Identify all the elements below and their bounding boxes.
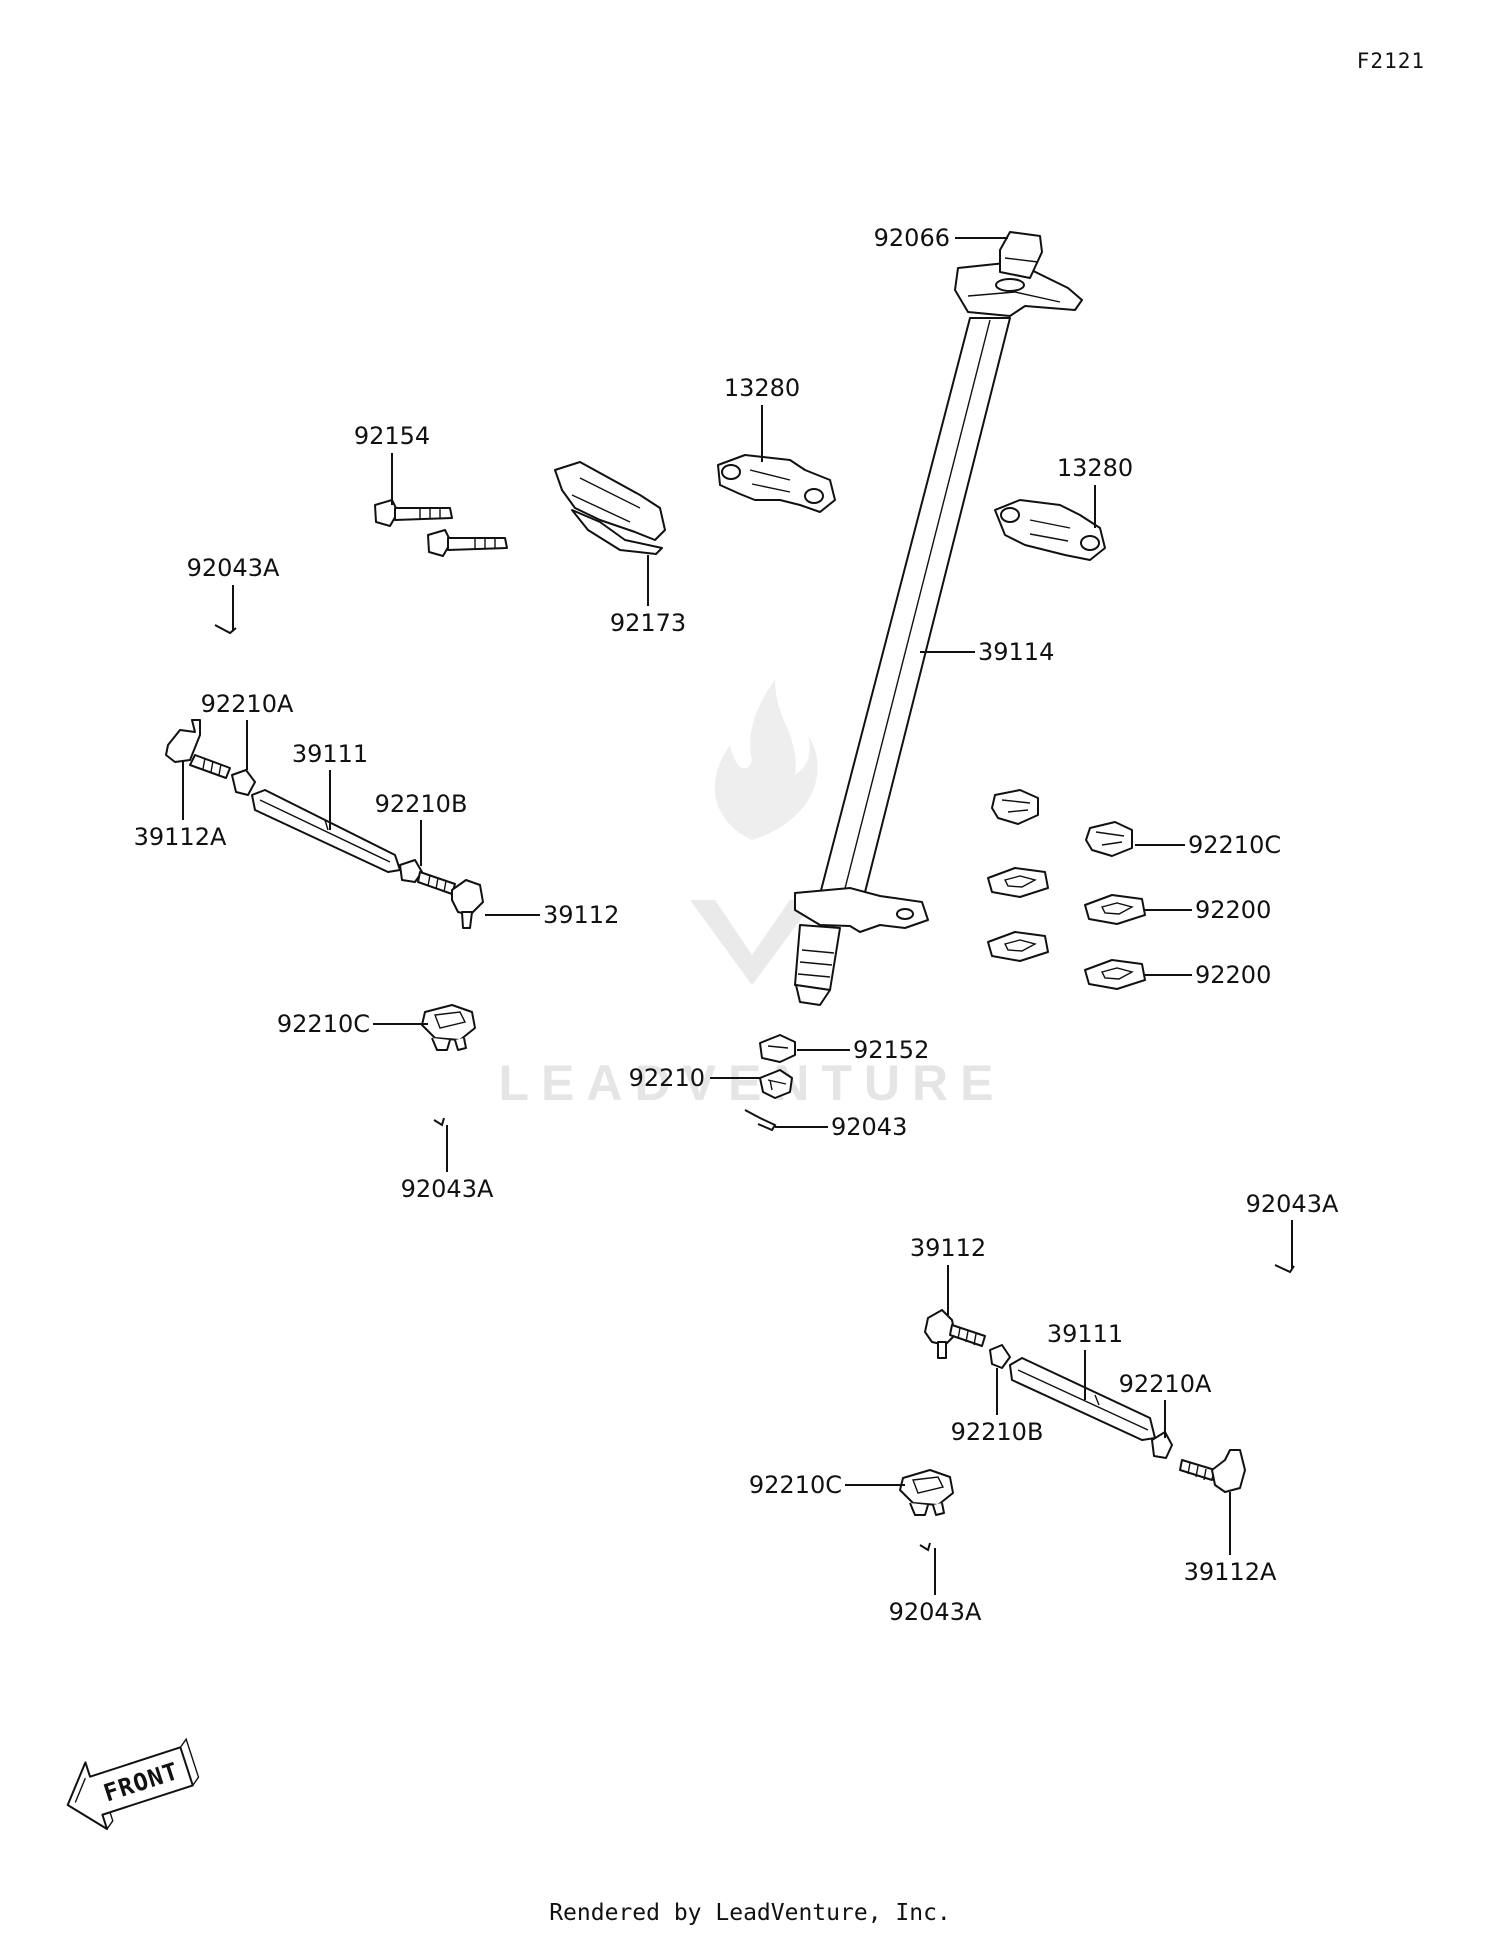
tie-rod-end-left-outer[interactable]: [165, 719, 231, 779]
shaft-holder-bracket-left[interactable]: [717, 454, 836, 513]
bolt-pair[interactable]: [374, 499, 508, 557]
label-39114[interactable]: 39114: [978, 638, 1054, 666]
nut-92152[interactable]: [759, 1034, 796, 1063]
washer-center-1[interactable]: [987, 867, 1049, 898]
label-39112A-2[interactable]: 39112A: [1184, 1558, 1277, 1586]
label-92210C-3[interactable]: 92210C: [749, 1471, 842, 1499]
washer-right-1[interactable]: [1084, 894, 1146, 925]
castle-nut-right-lower[interactable]: [899, 1469, 954, 1516]
label-39111-2[interactable]: 39111: [1047, 1320, 1123, 1348]
nut-right-a[interactable]: [1151, 1431, 1173, 1459]
cotter-pin-left-lower[interactable]: [433, 1117, 445, 1127]
label-92043A-2[interactable]: 92043A: [401, 1175, 494, 1203]
nut-right-b[interactable]: [989, 1344, 1011, 1369]
diagram-code: F2121: [1357, 49, 1425, 73]
shaft-holder-bracket-right[interactable]: [994, 499, 1106, 561]
watermark: LEADVENTURE: [498, 680, 1005, 1111]
part-labels: 92066 13280 13280 92154 92043A 92173 391…: [134, 224, 1339, 1626]
label-92200-2[interactable]: 92200: [1195, 961, 1271, 989]
label-92043A-3[interactable]: 92043A: [1246, 1190, 1339, 1218]
bearing-cap[interactable]: [999, 231, 1043, 279]
front-arrow: FRONT: [66, 1737, 200, 1831]
tie-rod-end-right-inner[interactable]: [924, 1309, 986, 1359]
nut-left-a[interactable]: [231, 769, 256, 796]
label-39112-1[interactable]: 39112: [543, 901, 619, 929]
watermark-text: LEADVENTURE: [498, 1055, 1005, 1111]
label-92210C-1[interactable]: 92210C: [277, 1010, 370, 1038]
tie-rod-end-left-inner[interactable]: [417, 871, 484, 929]
cotter-pin-92043[interactable]: [744, 1109, 777, 1132]
label-92043A-4[interactable]: 92043A: [889, 1598, 982, 1626]
leader-lines: [182, 237, 1293, 1595]
steering-shaft[interactable]: [794, 261, 1083, 1006]
label-92210A-1[interactable]: 92210A: [201, 690, 294, 718]
label-92210C-2[interactable]: 92210C: [1188, 831, 1281, 859]
boot-guard[interactable]: [554, 461, 666, 555]
label-92210A-2[interactable]: 92210A: [1119, 1370, 1212, 1398]
label-92210[interactable]: 92210: [629, 1064, 705, 1092]
label-92210B-1[interactable]: 92210B: [375, 790, 468, 818]
label-92154[interactable]: 92154: [354, 422, 430, 450]
castle-nut-right[interactable]: [1085, 821, 1133, 857]
footer-credit: Rendered by LeadVenture, Inc.: [549, 1900, 951, 1926]
castle-nut-92210[interactable]: [759, 1069, 793, 1099]
washer-right-2[interactable]: [1084, 959, 1146, 990]
washer-center-2[interactable]: [987, 931, 1049, 962]
label-92200-1[interactable]: 92200: [1195, 896, 1271, 924]
label-92210B-2[interactable]: 92210B: [951, 1418, 1044, 1446]
label-92152[interactable]: 92152: [853, 1036, 929, 1064]
label-39112A-1[interactable]: 39112A: [134, 823, 227, 851]
label-13280-a[interactable]: 13280: [724, 374, 800, 402]
label-92173[interactable]: 92173: [610, 609, 686, 637]
label-39111-1[interactable]: 39111: [292, 740, 368, 768]
label-39112-2[interactable]: 39112: [910, 1234, 986, 1262]
label-13280-b[interactable]: 13280: [1057, 454, 1133, 482]
label-92066[interactable]: 92066: [874, 224, 950, 252]
cotter-pin-right-lower[interactable]: [919, 1542, 931, 1552]
label-92043A-1[interactable]: 92043A: [187, 554, 280, 582]
label-92043[interactable]: 92043: [831, 1113, 907, 1141]
castle-nut-left[interactable]: [421, 1004, 476, 1051]
castle-nut-center-top[interactable]: [991, 789, 1039, 825]
tie-rod-end-right-outer[interactable]: [1179, 1449, 1246, 1493]
